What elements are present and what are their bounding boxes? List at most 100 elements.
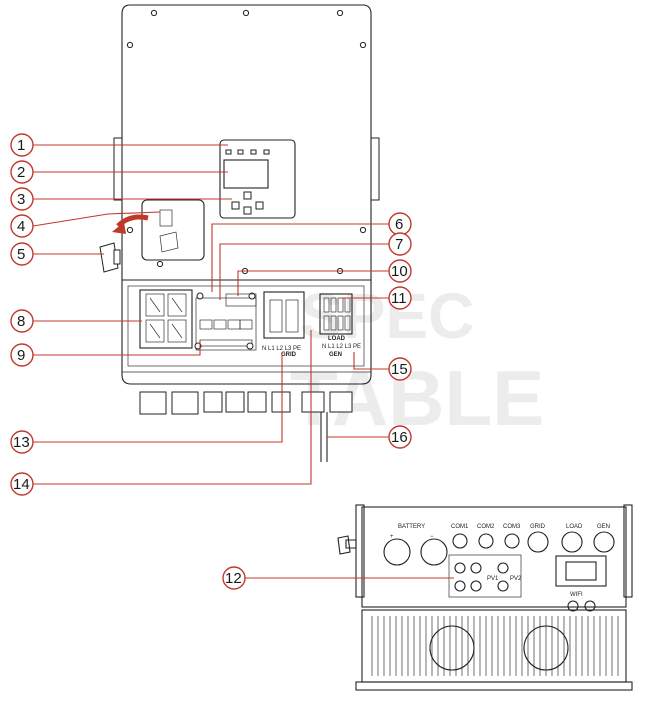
grid-label: GRID [281,352,297,358]
cable-glands [139,391,353,415]
left-mounting-tab [113,137,123,201]
wiring-compartment [127,285,365,367]
display-panel [219,139,296,219]
svg-text:7: 7 [395,236,403,253]
leader-lines [32,144,454,579]
callouts: 1 2 3 4 5 6 7 8 9 10 11 12 13 14 15 16 [10,133,412,590]
load-gen-terminals [319,293,353,335]
dc-switch-on-pos [159,209,173,227]
callout-12: 12 [222,566,246,590]
com2-label: COM2 [477,524,495,530]
rotate-arrow [116,214,149,228]
callout-3: 3 [10,187,34,211]
svg-text:8: 8 [17,313,25,330]
com1-port [452,533,468,549]
wifi-port [565,561,597,581]
battery-terminals [139,289,193,349]
grid-breaker [263,291,305,339]
callout-6: 6 [388,212,412,236]
callout-11: 11 [388,286,412,310]
heatsink [361,609,627,683]
inverter-front-view: N L1 L2 L3 PE GRID LOAD N L1 L2 L3 PE GE… [99,4,380,462]
load-port-label: LOAD [566,524,583,530]
com2-port [478,533,494,549]
svg-text:9: 9 [17,347,25,364]
gen-port-label: GEN [597,524,610,530]
grid-gland [527,531,549,553]
callout-13: 13 [10,430,34,454]
cover-screws [126,9,367,275]
bottom-base [355,681,633,691]
pv1-connectors [454,562,482,592]
callout-8: 8 [10,309,34,333]
heatsink-fins [371,616,619,676]
callout-15: 15 [388,357,412,381]
callout-16: 16 [388,425,412,449]
load-label: LOAD [328,336,346,342]
communication-ports [194,292,257,351]
bottom-panel [361,506,627,608]
wifi-gland-2 [584,600,596,612]
callout-2: 2 [10,160,34,184]
svg-text:10: 10 [391,263,408,280]
right-mounting-tab [370,137,380,201]
com1-label: COM1 [451,524,469,530]
fan-right [523,625,569,671]
battery-plus-gland [383,538,411,566]
bottom-left-flange [355,504,365,598]
watermark-line2: TABLE [290,354,544,442]
svg-text:2: 2 [17,164,25,181]
rotate-arrow-head [112,222,126,234]
battery-port-label: BATTERY [398,524,425,530]
pv2-label: PV2 [510,576,522,582]
wifi-label: WIFI [570,592,583,598]
svg-text:4: 4 [17,218,25,235]
battery-minus-gland [420,538,448,566]
callout-5: 5 [10,242,34,266]
com3-label: COM3 [503,524,521,530]
svg-text:1: 1 [17,137,25,154]
callout-7: 7 [388,232,412,256]
fan-left [429,625,475,671]
svg-text:15: 15 [391,361,408,378]
dc-switch-knob-base [113,249,121,265]
battery-plus-label: + [390,534,394,540]
gen-label: GEN [329,352,342,358]
callout-9: 9 [10,343,34,367]
pv1-label: PV1 [487,576,499,582]
svg-text:6: 6 [395,216,403,233]
grid-terminal-block: N L1 L2 L3 PE [262,346,301,352]
battery-minus-label: − [430,534,434,540]
lcd-screen [223,159,269,189]
svg-text:5: 5 [17,246,25,263]
pv2-connectors [497,562,509,592]
callout-10: 10 [388,259,412,283]
pv-connectors-area [448,554,522,598]
watermark: SPEC TABLE [290,280,544,442]
function-buttons [231,191,264,215]
svg-text:11: 11 [391,290,407,307]
gen-gland [593,531,615,553]
status-leds [225,149,270,155]
svg-text:12: 12 [225,570,242,587]
inverter-bottom-view: BATTERY + − COM1 COM2 COM3 GRID LOAD GEN… [337,504,633,691]
callout-14: 14 [10,472,34,496]
dip-switches [225,293,257,307]
svg-text:16: 16 [391,429,408,446]
bottom-right-flange [623,504,633,598]
svg-text:13: 13 [13,434,30,451]
callout-4: 4 [10,214,34,238]
wifi-gland-1 [567,600,579,612]
svg-text:14: 14 [13,476,30,493]
switch-knob-side [345,539,357,549]
switch-knob-side-grip [337,535,351,555]
callout-1: 1 [10,133,34,157]
wifi-port-housing [555,555,607,587]
com3-port [504,533,520,549]
inverter-body [121,4,372,385]
load-terminal-row: N L1 L2 L3 PE [322,344,361,350]
dc-switch-handle [159,231,179,253]
svg-text:3: 3 [17,191,25,208]
grid-port-label: GRID [530,524,546,530]
